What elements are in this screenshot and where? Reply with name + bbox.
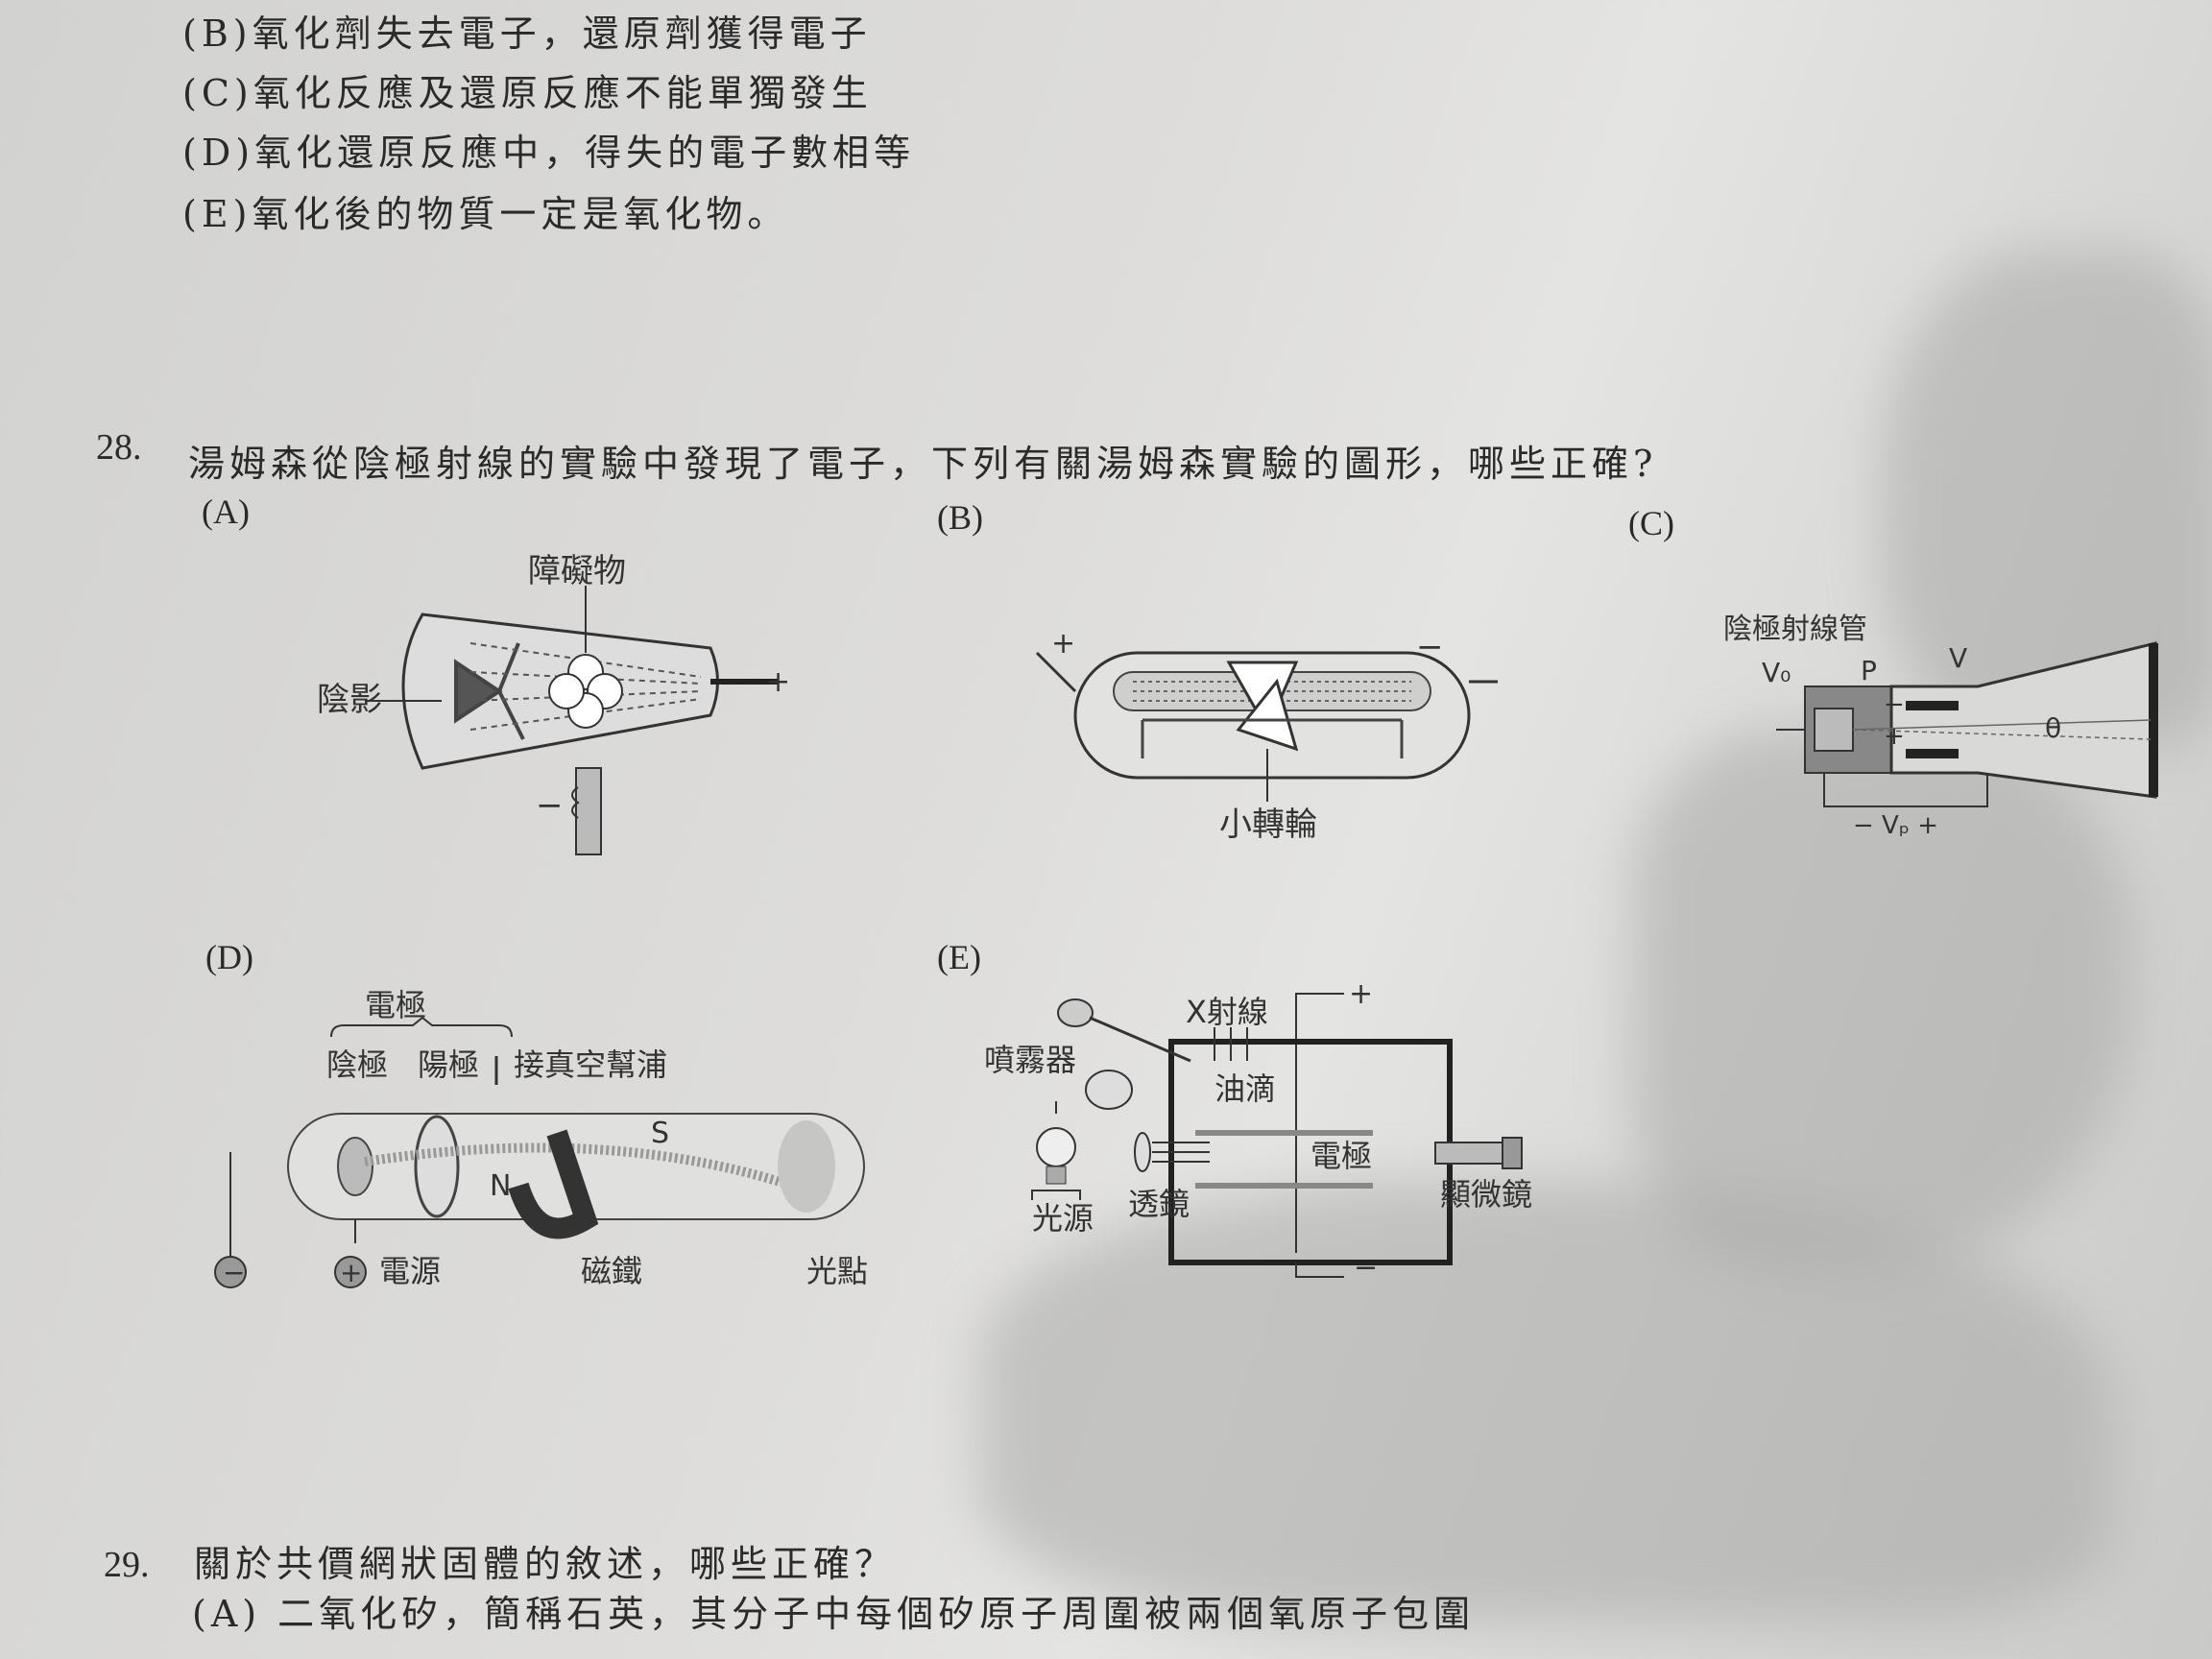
svg-text:光點: 光點 (806, 1253, 868, 1289)
svg-text:接真空幫浦: 接真空幫浦 (514, 1046, 667, 1083)
svg-text:X射線: X射線 (1186, 994, 1268, 1030)
q29-option-a: (A) 二氧化矽，簡稱石英，其分子中每個矽原子周圍被兩個氧原子包圍 (192, 1593, 1476, 1635)
svg-text:磁鐵: 磁鐵 (581, 1253, 642, 1289)
fig-a-label: (A) (202, 493, 250, 531)
svg-text:陰極: 陰極 (326, 1046, 388, 1083)
fig-e-label: (E) (937, 938, 981, 976)
svg-text:V₀: V₀ (1762, 657, 1791, 688)
figure-b-paddle-wheel-tube: + − 小轉輪 (1035, 624, 1498, 858)
svg-text:+: + (1051, 627, 1075, 661)
q28-text: 湯姆森從陰極射線的實驗中發現了電子，下列有關湯姆森實驗的圖形，哪些正確? (188, 443, 1658, 485)
svg-text:−: − (1354, 1251, 1378, 1285)
svg-text:油滴: 油滴 (1214, 1070, 1276, 1107)
fig-b-label: (B) (937, 498, 983, 537)
svg-text:+: + (340, 1257, 362, 1288)
svg-text:陰極射線管: 陰極射線管 (1723, 613, 1867, 646)
svg-text:電極: 電極 (365, 987, 426, 1023)
svg-text:−: − (1884, 690, 1905, 719)
svg-text:噴霧器: 噴霧器 (984, 1042, 1076, 1078)
prev-option-e: (E)氧化後的物質一定是氧化物。 (182, 193, 789, 235)
svg-text:障礙物: 障礙物 (528, 552, 626, 590)
q29-number: 29. (104, 1545, 150, 1585)
svg-text:− Vₚ +: − Vₚ + (1853, 811, 1938, 840)
paddle-wheel-icon (1226, 661, 1299, 752)
horseshoe-magnet-icon (508, 1129, 599, 1239)
figure-a-crookes-tube: 障礙物 陰影 + − (298, 547, 797, 858)
svg-text:小轉輪: 小轉輪 (1219, 805, 1317, 844)
figure-c-deflection-tube: 陰極射線管 V₀ P V − Vₚ + θ + − (1719, 605, 2160, 849)
svg-text:V: V (1949, 642, 1967, 674)
sprayer-icon (1057, 998, 1191, 1110)
lens-icon (1134, 1132, 1151, 1172)
svg-text:陽極: 陽極 (418, 1046, 479, 1083)
figure-d-magnet-tube: 電極 陰極 陽極 接真空幫浦 N S − + 電源 磁鐵 光點 (214, 979, 902, 1300)
svg-text:θ: θ (2045, 712, 2061, 744)
svg-text:光源: 光源 (1032, 1200, 1094, 1237)
svg-text:顯微鏡: 顯微鏡 (1440, 1176, 1532, 1213)
svg-text:−: − (1416, 628, 1444, 666)
svg-text:N: N (490, 1169, 511, 1203)
svg-text:−: − (536, 786, 564, 825)
microscope-icon (1434, 1137, 1523, 1169)
svg-text:電源: 電源 (379, 1253, 441, 1289)
svg-text:+: + (766, 665, 790, 699)
fig-d-label: (D) (205, 938, 253, 976)
svg-text:P: P (1861, 655, 1877, 686)
svg-text:電極: 電極 (1310, 1138, 1372, 1174)
maltese-cross-obstacle-icon (548, 654, 623, 729)
svg-text:+: + (1884, 722, 1905, 751)
svg-text:S: S (651, 1117, 669, 1150)
prev-option-b: (B)氧化劑失去電子，還原劑獲得電子 (182, 12, 872, 55)
prev-option-c: (C)氧化反應及還原反應不能單獨發生 (182, 72, 873, 114)
light-bulb-icon (1036, 1101, 1076, 1185)
fig-c-label: (C) (1628, 504, 1674, 542)
prev-option-d: (D)氧化還原反應中，得失的電子數相等 (182, 132, 916, 174)
figure-e-oil-drop-apparatus: X射線 + 油滴 電極 噴霧器 光源 透鏡 (979, 977, 1575, 1305)
q29-text: 關於共價網狀固體的敘述，哪些正確？ (194, 1543, 897, 1585)
svg-text:+: + (1349, 977, 1373, 1011)
q28-number: 28. (96, 427, 142, 468)
svg-text:透鏡: 透鏡 (1128, 1186, 1190, 1222)
svg-text:−: − (223, 1257, 245, 1288)
